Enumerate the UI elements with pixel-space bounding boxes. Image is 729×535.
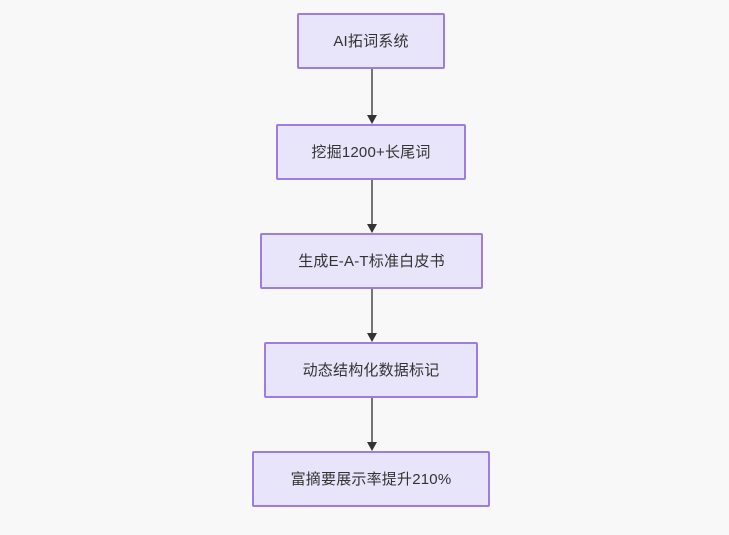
flow-node-dynamic-structured-data-markup[interactable]: 动态结构化数据标记 xyxy=(264,342,478,398)
flow-node-label: AI拓词系统 xyxy=(333,32,409,50)
flow-node-generate-eat-whitepaper[interactable]: 生成E-A-T标准白皮书 xyxy=(260,233,483,289)
connector-line xyxy=(371,289,373,335)
arrowhead-icon xyxy=(367,224,377,233)
connector-line xyxy=(371,180,373,226)
arrowhead-icon xyxy=(367,115,377,124)
arrowhead-icon xyxy=(367,333,377,342)
flow-node-mine-longtail-keywords[interactable]: 挖掘1200+长尾词 xyxy=(276,124,466,180)
connector-line xyxy=(371,69,373,117)
flow-node-label: 生成E-A-T标准白皮书 xyxy=(298,252,445,270)
flow-node-label: 挖掘1200+长尾词 xyxy=(311,143,431,161)
connector-line xyxy=(371,398,373,444)
flow-node-label: 动态结构化数据标记 xyxy=(302,361,440,379)
flow-node-rich-snippet-impression-uplift[interactable]: 富摘要展示率提升210% xyxy=(252,451,490,507)
flow-node-ai-keyword-system[interactable]: AI拓词系统 xyxy=(297,13,445,69)
flow-node-label: 富摘要展示率提升210% xyxy=(290,470,452,488)
arrowhead-icon xyxy=(367,442,377,451)
